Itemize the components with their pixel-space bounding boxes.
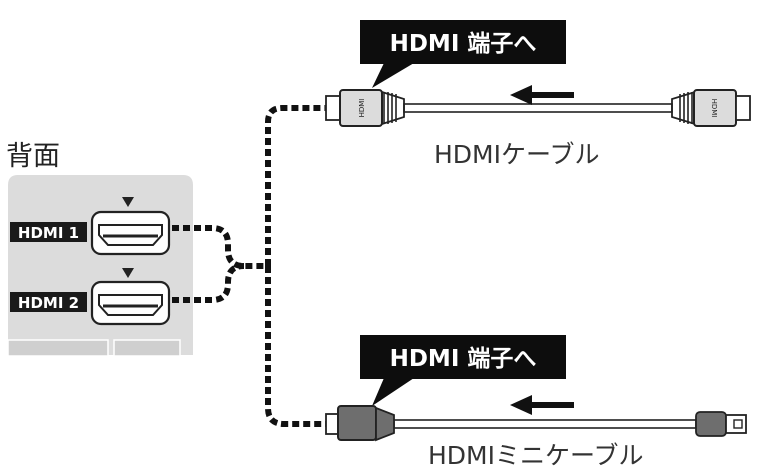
- lower-dotted-line: [265, 266, 328, 427]
- panel-title: 背面: [6, 141, 60, 172]
- right-plug-marking: HDMI: [710, 99, 718, 118]
- panel-detail: [113, 339, 181, 357]
- hdmi-1-label: HDMI 1: [18, 224, 79, 242]
- bottom-callout-text: HDMI 端子へ: [390, 346, 537, 372]
- port-2-arrow-icon: [122, 268, 134, 278]
- top-callout: HDMI 端子へ: [360, 20, 566, 88]
- hdmi-2-badge: [10, 292, 87, 312]
- top-direction-arrow-icon: [510, 85, 574, 105]
- bottom-direction-arrow-icon: [510, 395, 574, 415]
- port-1-arrow-icon: [122, 197, 134, 207]
- hdmi-2-label: HDMI 2: [18, 294, 79, 312]
- hdmi-port-2: [90, 268, 171, 326]
- hdmi-mini-cable-label: HDMIミニケーブル: [428, 441, 644, 468]
- left-plug-marking: HDMI: [358, 99, 366, 118]
- hdmi-mini-cable: [325, 405, 747, 442]
- hdmi-1-badge: [10, 222, 87, 242]
- upper-dotted-line: [265, 105, 328, 266]
- hdmi-port-1: [90, 197, 171, 256]
- port-2-dotted-line: [172, 263, 245, 303]
- port-1-dotted-line: [172, 225, 268, 269]
- dotted-connectors: [172, 105, 328, 427]
- hdmi-cable: HDMI HDMI: [325, 89, 751, 127]
- rear-panel: [8, 175, 193, 355]
- top-callout-text: HDMI 端子へ: [390, 31, 537, 57]
- hdmi-cable-label: HDMIケーブル: [434, 140, 600, 169]
- bottom-callout: HDMI 端子へ: [360, 335, 566, 406]
- panel-detail: [7, 339, 109, 357]
